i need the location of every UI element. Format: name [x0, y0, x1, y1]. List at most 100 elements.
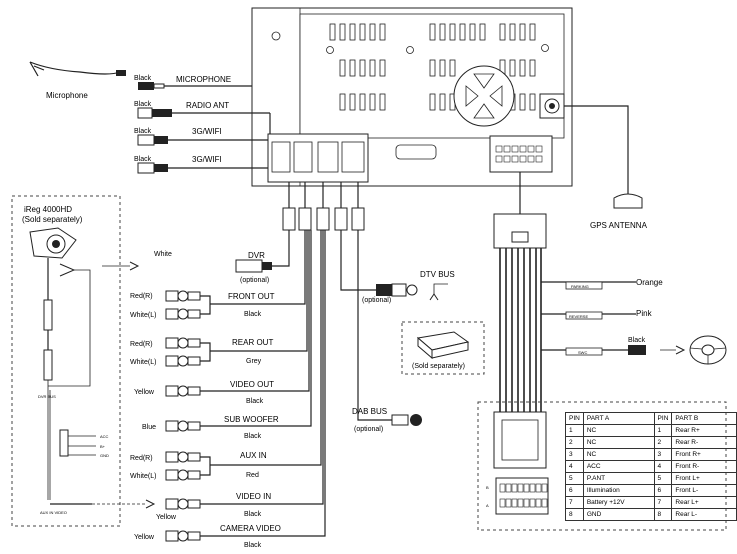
swc-black-label: Black [628, 337, 646, 344]
pink-label: Pink [636, 309, 653, 318]
ireg-box [11, 195, 121, 527]
rca-aux-in [165, 230, 322, 481]
swc-label: SWC [578, 350, 587, 355]
front-r-color: Red(R) [130, 293, 153, 300]
pin-cell: Front L- [671, 484, 737, 497]
sub-woofer-label: SUB WOOFER [224, 415, 279, 424]
pin-cell: NC [582, 424, 655, 437]
dtv-optional: (optional) [362, 297, 391, 304]
radio-wire-color: Black [134, 101, 152, 108]
harness-plugs [282, 182, 365, 231]
pin-cell: 7 [565, 496, 584, 509]
microphone-icon [29, 61, 126, 77]
dvr-bus-small: DVR BUS [38, 394, 56, 399]
wifi2-wire-color: Black [134, 156, 152, 163]
pin-cell: GND [582, 508, 655, 521]
rca-video-in [165, 230, 324, 510]
pin-cell: 8 [565, 508, 584, 521]
front-out-label: FRONT OUT [228, 292, 275, 301]
dtv-box [401, 321, 485, 375]
conn-b-label: B [486, 485, 489, 490]
aux-in-label: AUX IN [240, 451, 267, 460]
radio-ant-cable [137, 107, 271, 134]
pin-cell: Front R+ [671, 448, 737, 461]
videoin-color: Yellow [156, 514, 177, 521]
acc-small: ACC [100, 434, 109, 439]
pin-cell: 1 [653, 424, 673, 437]
pin-cell: 4 [565, 460, 584, 473]
dvr-connector [235, 230, 290, 273]
reverse-label: REVERSE [569, 314, 588, 319]
cam-color: Yellow [134, 534, 155, 541]
sub-color: Blue [142, 424, 156, 431]
head-unit [251, 7, 573, 187]
dash-camera-icon [29, 227, 96, 505]
videoin-wire-color: Black [244, 511, 262, 518]
dvr-wire-color: White [154, 251, 172, 258]
rear-l-color: White(L) [130, 359, 156, 366]
front-l-color: White(L) [130, 312, 156, 319]
dab-bus-label: DAB BUS [352, 407, 387, 416]
rca-sub-woofer [165, 230, 312, 432]
rear-r-color: Red(R) [130, 341, 153, 348]
pin-cell: ACC [582, 460, 655, 473]
pin-cell: Illumination [582, 484, 655, 497]
dtv-sold: (Sold separately) [412, 363, 465, 370]
ireg-title: iReg 4000HD [24, 205, 72, 214]
gnd-small: GND [100, 453, 109, 458]
wifi2-label: 3G/WIFI [192, 155, 222, 164]
dtv-module-icon [416, 331, 470, 360]
pin-header-cell: PART B [671, 412, 737, 425]
pin-header-cell: PART A [582, 412, 655, 425]
pin-cell: NC [582, 436, 655, 449]
pin-cell: P.ANT [582, 472, 655, 485]
rca-rear-out [165, 230, 308, 367]
rear-out-label: REAR OUT [232, 338, 273, 347]
video-out-label: VIDEO OUT [230, 380, 274, 389]
front-wire-color: Black [244, 311, 262, 318]
rca-camera-video [165, 230, 326, 542]
pin-cell: 6 [653, 484, 673, 497]
rca-video-out [165, 230, 310, 397]
microphone-label: MICROPHONE [176, 75, 231, 84]
dab-optional: (optional) [354, 426, 383, 433]
aux-in-video-small: AUX IN VIDEO [40, 510, 67, 515]
sub-wire-color: Black [244, 433, 262, 440]
ireg-subtitle: (Sold separately) [22, 215, 83, 224]
wifi1-wire-color: Black [134, 128, 152, 135]
pin-cell: NC [582, 448, 655, 461]
dtv-bus-label: DTV BUS [420, 270, 455, 279]
pin-cell: 7 [653, 496, 673, 509]
dvr-optional: (optional) [240, 277, 269, 284]
pin-header-cell: PIN [653, 412, 673, 425]
wifi2-cable [137, 162, 268, 174]
aux-wire-color: Red [246, 472, 259, 479]
camera-video-label: CAMERA VIDEO [220, 524, 281, 533]
main-harness [493, 172, 686, 469]
pin-cell: Rear L+ [671, 496, 737, 509]
pin-cell: Rear R- [671, 436, 737, 449]
pin-connector-icon [495, 477, 549, 515]
dvr-label: DVR [248, 251, 265, 260]
dab-bus-connector [357, 230, 422, 426]
pin-cell: 5 [565, 472, 584, 485]
gps-antenna-label: GPS ANTENNA [590, 221, 648, 230]
pin-cell: 2 [653, 436, 673, 449]
videoout-color: Yellow [134, 389, 155, 396]
pin-cell: 1 [565, 424, 584, 437]
pin-header-cell: PIN [565, 412, 584, 425]
parking-label: PARKING [571, 284, 589, 289]
gps-antenna-icon [564, 105, 643, 209]
pin-cell: Front L+ [671, 472, 737, 485]
conn-a-label: A [486, 503, 489, 508]
